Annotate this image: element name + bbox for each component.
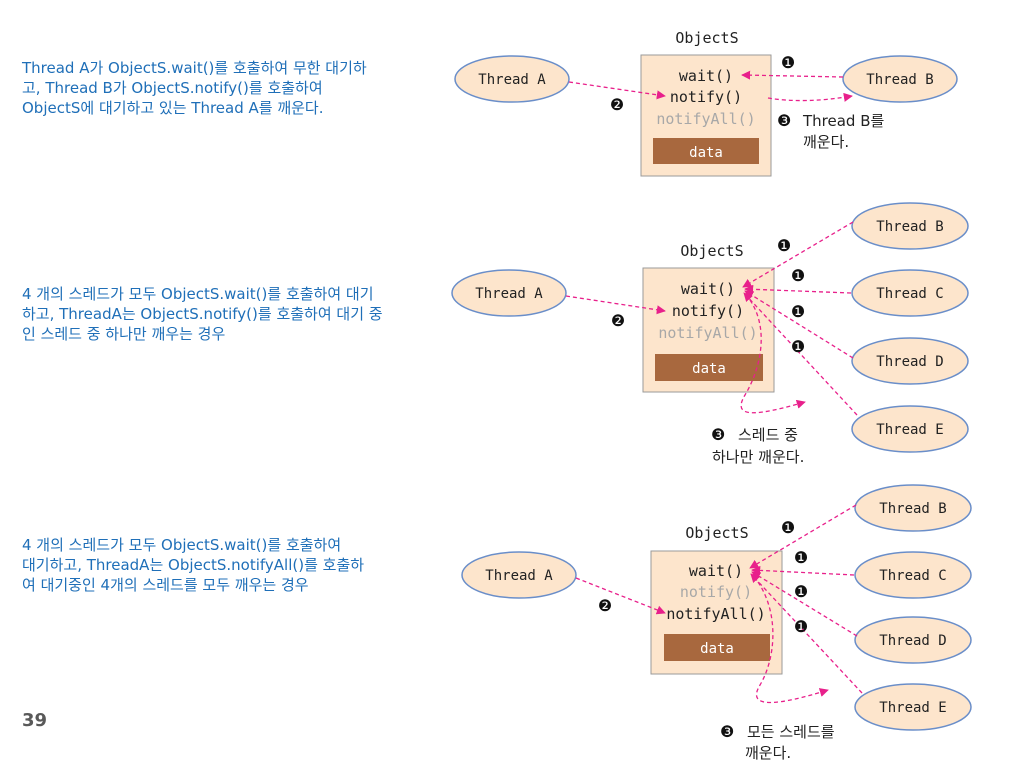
thread-ellipse: [854, 683, 972, 731]
data-label: data: [700, 641, 734, 657]
data-block: [664, 634, 770, 661]
step3-text: 깨운다.: [803, 133, 849, 151]
step3-text: Thread B를: [802, 112, 885, 130]
object-title: ObjectS: [675, 29, 738, 47]
step-marker: ❶: [794, 617, 808, 636]
panel2-description: 4 개의 스레드가 모두 ObjectS.wait()를 호출하여 대기 하고,…: [22, 284, 383, 344]
panel2-description-line: 4 개의 스레드가 모두 ObjectS.wait()를 호출하여 대기: [22, 285, 374, 303]
thread-label: Thread E: [879, 700, 946, 716]
panel1-description: Thread A가 ObjectS.wait()를 호출하여 무한 대기하 고,…: [22, 58, 367, 118]
object-title: ObjectS: [685, 524, 748, 542]
step3-text: 깨운다.: [745, 744, 791, 762]
step-marker: ❶: [791, 266, 805, 285]
thread-label: Thread B: [876, 219, 943, 235]
thread-ellipse: [454, 55, 570, 103]
thread-ellipse: [854, 484, 972, 532]
wait-call-arrow: [750, 573, 863, 694]
thread-label: Thread C: [876, 286, 943, 302]
panel3-description-line: 4 개의 스레드가 모두 ObjectS.wait()를 호출하여: [22, 536, 342, 554]
thread-ellipse: [461, 551, 577, 599]
panel1-description-line: ObjectS에 대기하고 있는 Thread A를 깨운다.: [22, 99, 324, 117]
thread-label: Thread E: [876, 422, 943, 438]
panel2-description-line: 하고, ThreadA는 ObjectS.notify()를 호출하여 대기 중: [22, 305, 383, 323]
step-marker: ❶: [791, 302, 805, 321]
thread-ellipse: [851, 337, 969, 385]
thread-label: Thread A: [485, 568, 553, 584]
method-notifyall: notifyAll(): [656, 110, 755, 128]
panel1-description-line: 고, Thread B가 ObjectS.notify()를 호출하여: [22, 79, 323, 97]
method-notifyall: notifyAll(): [666, 605, 765, 623]
panel3-description: 4 개의 스레드가 모두 ObjectS.wait()를 호출하여 대기하고, …: [22, 535, 364, 595]
wake-arrow: [740, 299, 806, 414]
data-label: data: [692, 361, 726, 377]
method-wait: wait(): [679, 67, 733, 85]
thread-ellipse: [851, 269, 969, 317]
thread-label: Thread D: [879, 633, 946, 649]
wait-call-arrow: [751, 565, 855, 576]
wait-call-arrow: [742, 221, 854, 288]
step-marker: ❶: [781, 53, 795, 72]
wake-arrow: [755, 581, 829, 704]
thread-label: Thread A: [475, 286, 543, 302]
wait-call-arrow: [744, 290, 854, 359]
wait-call-arrow: [744, 284, 852, 294]
thread-ellipse: [854, 551, 972, 599]
panel2-diagram: ObjectS wait() notify() notifyAll() data…: [451, 202, 969, 466]
method-notifyall: notifyAll(): [658, 324, 757, 342]
step3-text: 모든 스레드를: [747, 723, 835, 741]
object-title: ObjectS: [680, 242, 743, 260]
step-marker: ❶: [781, 518, 795, 537]
method-notify: notify(): [670, 88, 742, 106]
panel3-description-line: 대기하고, ThreadA는 ObjectS.notifyAll()를 호출하: [22, 556, 365, 574]
panel3-diagram: ObjectS wait() notify() notifyAll() data…: [461, 484, 972, 762]
thread-ellipse: [451, 269, 567, 317]
thread-label: Thread D: [876, 354, 943, 370]
data-label: data: [689, 145, 723, 161]
panel1-description-line: Thread A가 ObjectS.wait()를 호출하여 무한 대기하: [22, 59, 367, 77]
step-marker: ❷: [610, 95, 624, 114]
step3-text: 스레드 중: [738, 426, 798, 444]
step-marker: ❷: [611, 311, 625, 330]
step-marker: ❷: [598, 596, 612, 615]
step-marker: ❶: [794, 582, 808, 601]
thread-label: Thread B: [879, 501, 946, 517]
step-marker: ❶: [791, 337, 805, 356]
data-block: [655, 354, 763, 381]
notify-call-arrow: [568, 81, 666, 100]
step-marker: ❸: [720, 722, 734, 741]
thread-ellipse: [851, 405, 969, 453]
wake-arrow: [767, 92, 853, 102]
thread-ellipse: [851, 202, 969, 250]
step-marker: ❶: [777, 236, 791, 255]
step-marker: ❶: [794, 548, 808, 567]
thread-ellipse: [854, 616, 972, 664]
notify-call-arrow: [565, 295, 666, 315]
method-wait: wait(): [689, 562, 743, 580]
thread-label: Thread B: [866, 72, 933, 88]
step-marker: ❸: [711, 425, 725, 444]
notifyall-call-arrow: [575, 577, 666, 615]
thread-label: Thread C: [879, 568, 946, 584]
panel1-diagram: ObjectS wait() notify() notifyAll() data…: [454, 29, 958, 177]
step3-text: 하나만 깨운다.: [712, 448, 804, 466]
thread-ellipse: [842, 55, 958, 103]
panel3-description-line: 여 대기중인 4개의 스레드를 모두 깨우는 경우: [22, 576, 309, 594]
method-notify: notify(): [672, 302, 744, 320]
data-block: [653, 138, 759, 164]
method-wait: wait(): [681, 280, 735, 298]
panel2-description-line: 인 스레드 중 하나만 깨우는 경우: [22, 325, 226, 343]
wait-call-arrow: [741, 70, 844, 80]
step-marker: ❸: [777, 111, 791, 130]
page-number: 39: [22, 710, 48, 731]
thread-label: Thread A: [478, 72, 546, 88]
method-notify: notify(): [680, 583, 752, 601]
